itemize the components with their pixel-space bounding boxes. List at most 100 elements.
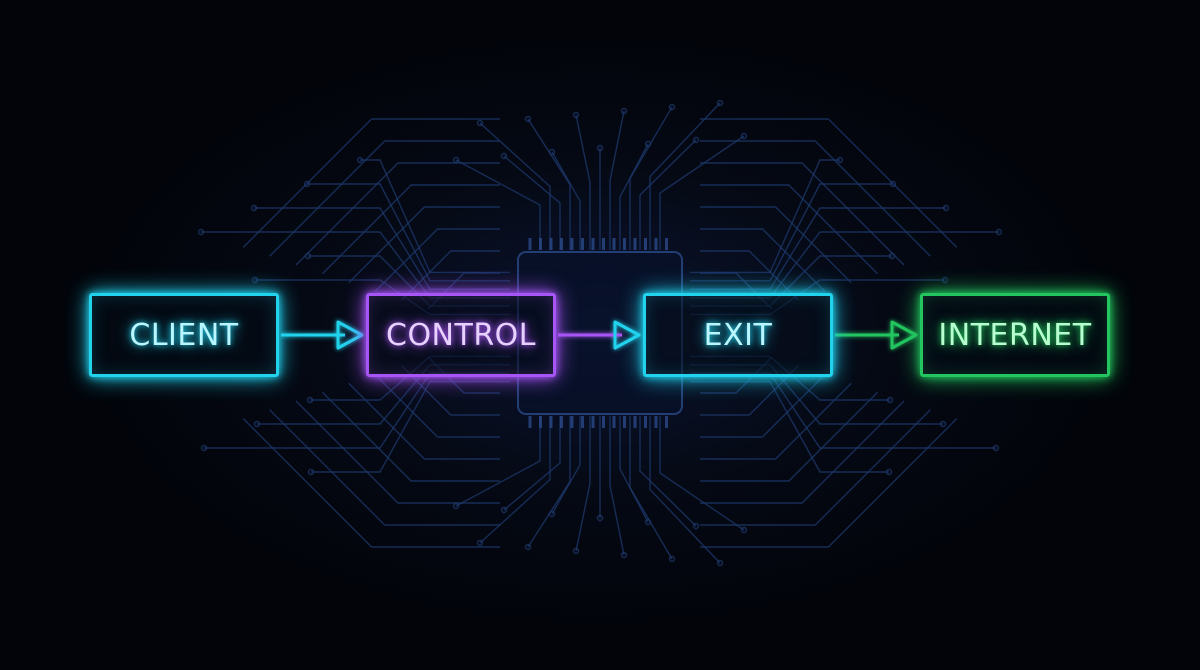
edge-exit-internet <box>835 320 918 350</box>
circuit-node <box>740 132 748 140</box>
circuit-node <box>620 551 628 559</box>
circuit-trace <box>311 380 510 473</box>
circuit-node <box>303 180 311 188</box>
circuit-trace <box>455 159 541 250</box>
arrowhead-icon <box>336 320 364 350</box>
circuit-node <box>716 559 724 567</box>
circuit-node <box>524 115 532 123</box>
node-exit: EXIT <box>643 293 833 377</box>
edge-client-control <box>281 320 364 350</box>
circuit-trace <box>455 416 541 507</box>
circuit-node <box>886 396 894 404</box>
circuit-trace <box>609 110 625 250</box>
circuit-trace <box>295 400 500 504</box>
circuit-trace <box>401 250 500 301</box>
circuit-trace <box>321 391 500 482</box>
circuit-trace <box>503 416 561 511</box>
circuit-node <box>995 228 1003 236</box>
circuit-trace <box>629 106 673 250</box>
chip-graphic <box>517 238 683 428</box>
circuit-trace <box>479 122 551 250</box>
circuit-trace <box>639 139 697 250</box>
circuit-trace <box>690 159 840 274</box>
circuit-trace <box>619 416 649 523</box>
node-label: INTERNET <box>938 317 1092 353</box>
circuit-trace <box>700 400 905 504</box>
circuit-trace <box>700 184 879 275</box>
circuit-trace <box>575 416 591 552</box>
circuit-node <box>307 468 315 476</box>
circuit-trace <box>629 416 673 560</box>
circuit-trace <box>649 102 721 250</box>
circuit-trace <box>700 409 931 526</box>
circuit-trace <box>527 416 571 548</box>
circuit-trace <box>575 114 591 250</box>
circuit-trace <box>348 382 500 460</box>
circuit-trace <box>700 140 931 257</box>
circuit-trace <box>201 231 510 299</box>
circuit-trace <box>700 250 799 301</box>
circuit-trace <box>649 416 721 564</box>
circuit-trace <box>700 382 852 460</box>
circuit-trace <box>700 118 958 248</box>
circuit-node <box>572 547 580 555</box>
circuit-trace <box>374 228 500 292</box>
circuit-node <box>500 152 508 160</box>
edge-control-exit <box>558 320 641 350</box>
circuit-node <box>253 420 261 428</box>
node-internet: INTERNET <box>920 293 1110 377</box>
circuit-node <box>668 555 676 563</box>
circuit-node <box>524 543 532 551</box>
circuit-node <box>692 136 700 144</box>
circuit-trace <box>700 374 826 438</box>
circuit-node <box>885 468 893 476</box>
circuit-trace <box>307 183 510 282</box>
circuit-trace <box>374 374 500 438</box>
circuit-node <box>941 276 949 284</box>
arrowhead-icon <box>890 320 918 350</box>
circuit-node <box>620 107 628 115</box>
circuit-node <box>356 156 364 164</box>
circuit-trace <box>242 418 500 548</box>
circuit-node <box>716 99 724 107</box>
circuit-traces <box>197 99 1003 567</box>
circuit-node <box>500 506 508 514</box>
circuit-trace <box>690 183 893 282</box>
circuit-trace <box>321 184 500 275</box>
circuit-trace <box>700 418 958 548</box>
circuit-node <box>596 144 604 152</box>
node-label: CONTROL <box>386 317 536 353</box>
circuit-trace <box>659 135 745 250</box>
circuit-node <box>251 276 259 284</box>
circuit-node <box>197 228 205 236</box>
circuit-trace <box>401 365 500 416</box>
circuit-trace <box>551 151 581 250</box>
circuit-trace <box>700 206 852 284</box>
circuit-trace <box>700 228 826 292</box>
node-client: CLIENT <box>89 293 279 377</box>
circuit-trace <box>690 380 889 473</box>
circuit-trace <box>503 155 561 250</box>
circuit-trace <box>242 118 500 248</box>
circuit-node <box>306 396 314 404</box>
circuit-trace <box>700 162 905 266</box>
arrowhead-icon <box>613 320 641 350</box>
circuit-trace <box>659 416 745 531</box>
circuit-node <box>668 103 676 111</box>
circuit-trace <box>527 118 571 250</box>
circuit-node <box>250 204 258 212</box>
node-control: CONTROL <box>366 293 556 377</box>
circuit-node <box>740 526 748 534</box>
circuit-trace <box>295 162 500 266</box>
node-label: EXIT <box>703 317 773 353</box>
circuit-node <box>548 510 556 518</box>
circuit-node <box>572 111 580 119</box>
circuit-trace <box>269 140 500 257</box>
circuit-trace <box>639 416 697 527</box>
circuit-trace <box>609 416 625 556</box>
circuit-trace <box>479 416 551 544</box>
circuit-trace <box>700 391 879 482</box>
circuit-trace <box>700 365 799 416</box>
